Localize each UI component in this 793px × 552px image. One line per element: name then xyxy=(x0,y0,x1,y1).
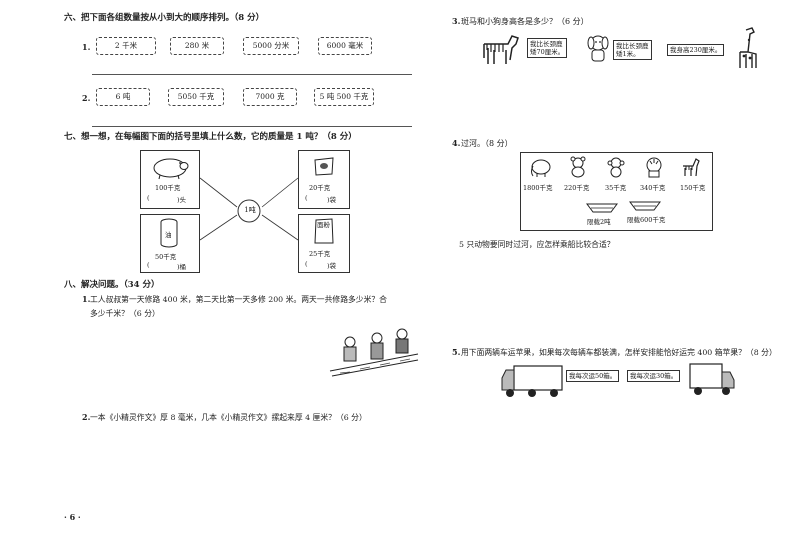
q7-pig-weight: 100千克 xyxy=(155,184,181,192)
q7-flour-frame: 面粉 25千克 ( )袋 xyxy=(298,214,350,273)
q6-row1-answer-line[interactable] xyxy=(92,74,412,75)
monkey-icon xyxy=(607,157,625,178)
q6-row1-item-1: 2 千米 xyxy=(96,37,156,55)
q6-row1-item-3: 5000 分米 xyxy=(243,37,299,55)
q4-question: 5 只动物要同时过河，应怎样乘船比较合适？ xyxy=(459,240,615,249)
q4-river-panel: 1800千克 220千克 35千克 340千克 150千克 限载2吨 限载600… xyxy=(520,152,713,231)
q4-weight-tiger: 340千克 xyxy=(640,184,666,192)
q7-rice-blank-open[interactable]: ( xyxy=(305,194,308,202)
q7-flour-weight: 25千克 xyxy=(309,250,331,258)
q7-oil-weight: 50千克 xyxy=(155,253,177,261)
q4-weight-bear: 220千克 xyxy=(564,184,590,192)
q7-title: 七、想一想，在每幅图下面的括号里填上什么数，它的质量是 1 吨？（8 分） xyxy=(64,132,357,142)
q7-flour-blank-open[interactable]: ( xyxy=(305,260,308,268)
q8-p1-text-line1: 工人叔叔第一天修路 400 米，第二天比第一天多修 200 米。两天一共修路多少… xyxy=(90,295,387,304)
zebra-small-icon xyxy=(683,158,700,177)
q5-text: 用下面两辆车运苹果，如果每次每辆车都装满，怎样安排能恰好运完 400 箱苹果？（… xyxy=(461,348,777,357)
q4-weight-zebra: 150千克 xyxy=(680,184,706,192)
q7-pig-frame: 100千克 ( )头 xyxy=(140,150,200,209)
q7-oil-frame: 油 50千克 ( )桶 xyxy=(140,214,200,273)
zebra-icon xyxy=(483,35,519,64)
q7-rice-unit: )袋 xyxy=(327,196,337,204)
q7-oil-unit: )桶 xyxy=(177,263,187,271)
q3-zebra-bubble-line1: 我比长颈鹿 xyxy=(530,40,563,48)
q7-center-label: 1吨 xyxy=(244,206,256,214)
q3-dog-bubble-line2: 矮1米。 xyxy=(616,50,640,58)
bear-icon xyxy=(570,156,586,178)
q7-oil-blank-open[interactable]: ( xyxy=(147,261,150,269)
q7-flour-label: 面粉 xyxy=(317,221,330,229)
q5-number: 5. xyxy=(452,347,461,357)
q6-row2-item-4: 5 吨 500 千克 xyxy=(314,88,374,106)
boat-small-icon xyxy=(629,201,661,211)
road-workers-illustration xyxy=(329,328,419,377)
q7-pig-blank-open[interactable]: ( xyxy=(147,194,150,202)
q8-p2-text: 一本《小精灵作文》厚 8 毫米，几本《小精灵作文》摞起来厚 4 厘米？（6 分） xyxy=(90,413,367,422)
q4-text: 过河。（8 分） xyxy=(461,139,513,148)
q6-row2-item-2: 5050 千克 xyxy=(168,88,224,106)
truck-large-icon xyxy=(501,365,563,397)
page-number: · 6 · xyxy=(64,512,81,522)
q8-p2-number: 2. xyxy=(82,412,91,422)
q8-p1-text-line2: 多少千米？（6 分） xyxy=(90,309,160,318)
q3-zebra-bubble: 我比长颈鹿 矮70厘米。 xyxy=(527,38,568,58)
q3-zebra-bubble-line2: 矮70厘米。 xyxy=(530,48,565,56)
q7-rice-frame: 20千克 ( )袋 xyxy=(298,150,350,209)
giraffe-icon xyxy=(739,27,757,68)
boat-large-icon xyxy=(586,203,618,213)
q7-rice-weight: 20千克 xyxy=(309,184,331,192)
q3-text: 斑马和小狗身高各是多少？（6 分） xyxy=(461,17,589,26)
q6-row2-item-1: 6 吨 xyxy=(96,88,150,106)
q5-bubble-large-truck: 我每次运50箱。 xyxy=(566,370,620,382)
q3-dog-bubble: 我比长颈鹿 矮1米。 xyxy=(613,40,652,60)
q4-weight-monkey: 35千克 xyxy=(605,184,627,192)
pig-icon xyxy=(153,158,189,180)
q4-boat-limit-1: 限载2吨 xyxy=(587,218,611,226)
q6-row2-answer-line[interactable] xyxy=(92,126,412,127)
q7-flour-unit: )袋 xyxy=(327,262,337,270)
dog-icon xyxy=(587,35,609,62)
q6-row2-number: 2. xyxy=(82,93,91,103)
q6-row1-item-4: 6000 毫米 xyxy=(318,37,372,55)
q7-oil-label: 油 xyxy=(165,231,172,239)
q6-row2-item-3: 7000 克 xyxy=(243,88,297,106)
q6-row1-number: 1. xyxy=(82,42,91,52)
tiger-icon xyxy=(646,157,662,178)
q6-row1-item-2: 280 米 xyxy=(170,37,224,55)
q3-dog-bubble-line1: 我比长颈鹿 xyxy=(616,42,649,50)
elephant-icon xyxy=(531,159,551,177)
rice-bag-icon xyxy=(314,157,334,176)
q8-title: 八、解决问题。（34 分） xyxy=(64,280,160,290)
flour-bag-icon xyxy=(314,218,334,244)
q3-number: 3. xyxy=(452,16,461,26)
q6-title: 六、把下面各组数量按从小到大的顺序排列。（8 分） xyxy=(64,13,265,23)
q4-number: 4. xyxy=(452,138,461,148)
q4-boat-limit-2: 限载600千克 xyxy=(627,216,666,224)
q4-weight-elephant: 1800千克 xyxy=(523,184,553,192)
q3-giraffe-bubble: 我身高230厘米。 xyxy=(667,44,725,56)
q7-pig-unit: )头 xyxy=(177,196,187,204)
oil-barrel-icon xyxy=(160,218,178,248)
q5-bubble-small-truck: 我每次运30箱。 xyxy=(627,370,681,382)
q8-p1-number: 1. xyxy=(82,294,91,304)
truck-small-icon xyxy=(689,363,735,395)
